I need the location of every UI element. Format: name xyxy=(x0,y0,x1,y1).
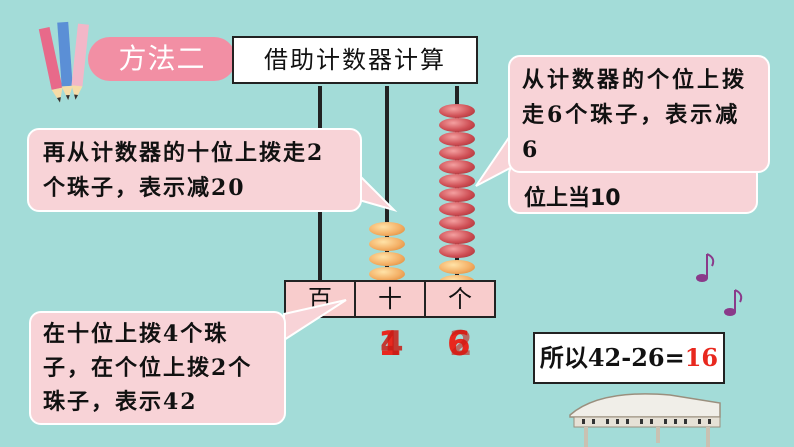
method-tag: 方法二 xyxy=(88,37,236,81)
ones-bead xyxy=(439,132,475,146)
ones-bead xyxy=(439,104,475,118)
answer-box: 所以42-26=16 xyxy=(533,332,725,384)
answer-prefix: 所以42-26= xyxy=(539,343,685,372)
ones-bead xyxy=(439,244,475,258)
tens-remove-text: 再从计数器的十位上拨走2个珠子，表示减20 xyxy=(43,140,325,201)
ones-digit-old: 6 xyxy=(447,324,471,364)
ones-bead xyxy=(439,230,475,244)
tens-bead xyxy=(369,222,405,236)
setup-bubble: 在十位上拨4个珠子，在个位上拨2个珠子，表示42 xyxy=(29,311,286,425)
ones-bead xyxy=(439,202,475,216)
music-note-icon xyxy=(696,253,743,316)
tens-digit-old: 1 xyxy=(378,324,402,364)
ones-digit-new: 2 xyxy=(449,324,473,364)
page-title: 借助计数器计算 xyxy=(232,36,478,84)
ones-bead xyxy=(439,174,475,188)
place-tens: 十 xyxy=(354,280,426,318)
ones-remove-text: 从计数器的个位上拨走6个珠子，表示减6 xyxy=(522,67,748,163)
tens-rod xyxy=(385,86,389,282)
place-ones: 个 xyxy=(424,280,496,318)
ones-bead xyxy=(439,188,475,202)
ones-remove-bubble: 从计数器的个位上拨走6个珠子，表示减6 xyxy=(508,55,770,173)
ones-bead xyxy=(439,146,475,160)
setup-bubble-pointer xyxy=(283,299,347,342)
tens-bead xyxy=(369,267,405,281)
tens-bead xyxy=(369,252,405,266)
ones-bead xyxy=(439,118,475,132)
ones-bead xyxy=(439,260,475,274)
piano-icon xyxy=(569,393,721,447)
answer-result: 16 xyxy=(684,343,719,372)
tens-beads xyxy=(369,222,405,281)
ones-bead xyxy=(439,160,475,174)
ones-beads xyxy=(439,104,475,289)
tens-bead xyxy=(369,237,405,251)
ones-bead xyxy=(439,216,475,230)
setup-text: 在十位上拨4个珠子，在个位上拨2个珠子，表示42 xyxy=(43,321,253,415)
tens-digit-new: 4 xyxy=(380,324,404,364)
pencils-icon xyxy=(38,21,89,103)
tens-remove-bubble: 再从计数器的十位上拨走2个珠子，表示减20 xyxy=(27,128,362,212)
ones-note-text: 位上当10 xyxy=(524,186,621,211)
